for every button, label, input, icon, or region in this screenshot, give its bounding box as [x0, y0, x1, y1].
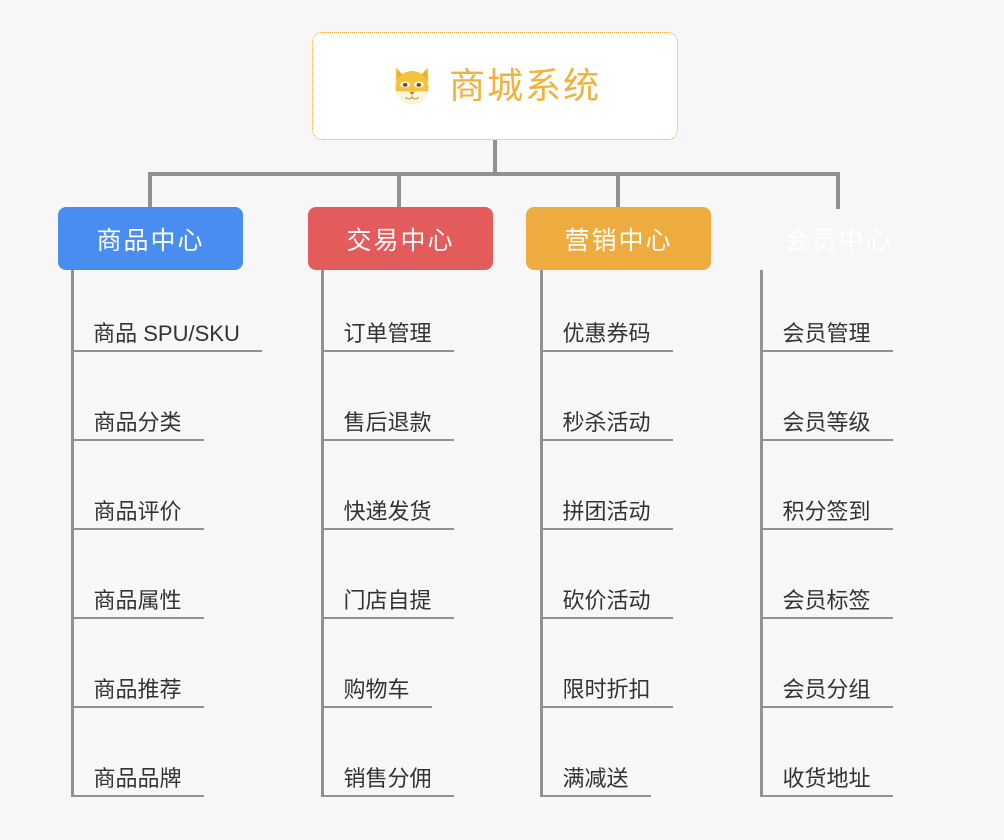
leaf-item[interactable]: 会员分组 — [760, 648, 893, 708]
leaf-item-label: 商品推荐 — [93, 676, 182, 702]
leaf-column-rail — [71, 270, 74, 797]
leaf-item[interactable]: 门店自提 — [321, 559, 454, 619]
leaf-item[interactable]: 商品评价 — [71, 470, 204, 530]
drop-connector-4 — [836, 172, 840, 209]
leaf-item-label: 商品品牌 — [93, 765, 182, 791]
leaf-item[interactable]: 积分签到 — [760, 470, 893, 530]
leaf-item-label: 订单管理 — [343, 320, 432, 346]
category-header-member[interactable]: 会员中心 — [746, 207, 931, 270]
category-header-label: 交易中心 — [346, 226, 455, 255]
leaf-item[interactable]: 商品分类 — [71, 381, 204, 441]
leaf-item-label: 商品分类 — [93, 409, 182, 435]
leaf-item[interactable]: 售后退款 — [321, 381, 454, 441]
leaf-item[interactable]: 秒杀活动 — [540, 381, 673, 441]
leaf-item-label: 门店自提 — [343, 587, 432, 613]
leaf-item-label: 快递发货 — [343, 498, 432, 524]
leaf-item-label: 会员标签 — [782, 587, 871, 613]
leaf-item[interactable]: 拼团活动 — [540, 470, 673, 530]
leaf-item-label: 积分签到 — [782, 498, 871, 524]
horizontal-bus-connector — [148, 172, 840, 176]
leaf-column-rail — [321, 270, 324, 797]
leaf-item[interactable]: 商品推荐 — [71, 648, 204, 708]
leaf-item[interactable]: 收货地址 — [760, 737, 893, 797]
leaf-item[interactable]: 限时折扣 — [540, 648, 673, 708]
leaf-item-label: 会员分组 — [782, 676, 871, 702]
leaf-item[interactable]: 砍价活动 — [540, 559, 673, 619]
root-node-mall-system[interactable]: 商城系统 — [312, 32, 678, 140]
leaf-item[interactable]: 销售分佣 — [321, 737, 454, 797]
drop-connector-3 — [616, 172, 620, 209]
category-header-marketing[interactable]: 营销中心 — [526, 207, 711, 270]
leaf-item[interactable]: 商品 SPU/SKU — [71, 292, 262, 352]
leaf-item[interactable]: 会员标签 — [760, 559, 893, 619]
leaf-item[interactable]: 订单管理 — [321, 292, 454, 352]
leaf-column-rail — [760, 270, 763, 797]
leaf-item[interactable]: 会员管理 — [760, 292, 893, 352]
category-header-label: 营销中心 — [564, 226, 673, 255]
leaf-item-label: 拼团活动 — [562, 498, 651, 524]
leaf-item[interactable]: 商品品牌 — [71, 737, 204, 797]
root-node-title: 商城系统 — [448, 65, 601, 106]
leaf-item-label: 收货地址 — [782, 765, 871, 791]
leaf-item[interactable]: 会员等级 — [760, 381, 893, 441]
leaf-item-label: 砍价活动 — [562, 587, 651, 613]
shiba-dog-icon — [389, 63, 435, 109]
leaf-item-label: 秒杀活动 — [562, 409, 651, 435]
leaf-item[interactable]: 快递发货 — [321, 470, 454, 530]
leaf-item[interactable]: 满减送 — [540, 737, 651, 797]
leaf-column-rail — [540, 270, 543, 797]
leaf-item[interactable]: 商品属性 — [71, 559, 204, 619]
leaf-item-label: 会员管理 — [782, 320, 871, 346]
leaf-item-label: 售后退款 — [343, 409, 432, 435]
leaf-item[interactable]: 购物车 — [321, 648, 432, 708]
leaf-item-label: 限时折扣 — [562, 676, 651, 702]
leaf-item-label: 购物车 — [343, 676, 410, 702]
category-header-label: 会员中心 — [784, 226, 893, 255]
leaf-item-label: 满减送 — [562, 765, 629, 791]
leaf-item[interactable]: 优惠券码 — [540, 292, 673, 352]
leaf-item-label: 商品属性 — [93, 587, 182, 613]
leaf-item-label: 会员等级 — [782, 409, 871, 435]
drop-connector-1 — [148, 172, 152, 209]
drop-connector-2 — [397, 172, 401, 209]
category-header-trade[interactable]: 交易中心 — [308, 207, 493, 270]
leaf-item-label: 销售分佣 — [343, 765, 432, 791]
category-header-label: 商品中心 — [96, 226, 205, 255]
root-stem-connector — [493, 140, 497, 176]
leaf-item-label: 优惠券码 — [562, 320, 651, 346]
leaf-item-label: 商品评价 — [93, 498, 182, 524]
leaf-item-label: 商品 SPU/SKU — [93, 320, 240, 346]
category-header-product[interactable]: 商品中心 — [58, 207, 243, 270]
